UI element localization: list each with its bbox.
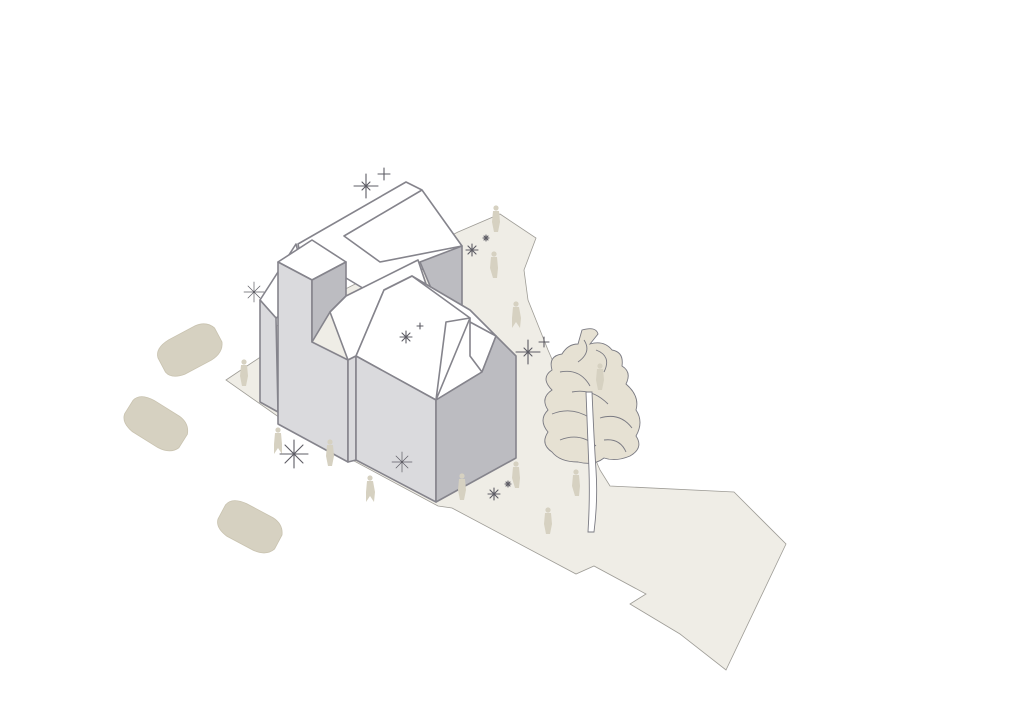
sparkle-icon [399, 330, 413, 344]
pedestrian [572, 469, 580, 496]
mid-wall [347, 355, 357, 463]
pedestrian [274, 427, 282, 454]
sparkle-icon [482, 234, 490, 242]
pedestrian [458, 473, 466, 500]
sparkle-icon [487, 487, 501, 501]
front-roof-ridge [383, 275, 471, 401]
pedestrian [596, 363, 604, 390]
sparkle-icon [504, 480, 512, 488]
car [123, 396, 189, 452]
car [217, 500, 283, 554]
sparkle-icon [538, 336, 550, 348]
sparkle-icon [465, 243, 479, 257]
rear-roof-valley [343, 189, 463, 263]
pedestrian [512, 461, 520, 488]
pedestrian [512, 301, 521, 328]
pedestrians [240, 205, 604, 534]
pedestrian [544, 507, 552, 534]
pedestrian [366, 475, 375, 502]
sparkle-icon [353, 173, 379, 199]
sparkles [243, 167, 550, 501]
front-wall-right [435, 335, 517, 503]
tree [542, 328, 641, 533]
sparkle-icon [279, 439, 309, 469]
sparkle-icon [243, 281, 265, 303]
left-wing-wall [259, 299, 279, 413]
pedestrian [492, 205, 500, 232]
tree-trunk [585, 391, 598, 533]
pedestrian [490, 251, 498, 278]
sparkle-icon [391, 451, 413, 473]
sparkle-icon [416, 322, 424, 330]
pedestrian [326, 439, 334, 466]
cars [123, 323, 283, 554]
building [259, 181, 517, 503]
car [157, 323, 223, 377]
sparkle-icon [377, 167, 391, 181]
sparkle-icon [515, 339, 541, 365]
pedestrian [240, 359, 248, 386]
